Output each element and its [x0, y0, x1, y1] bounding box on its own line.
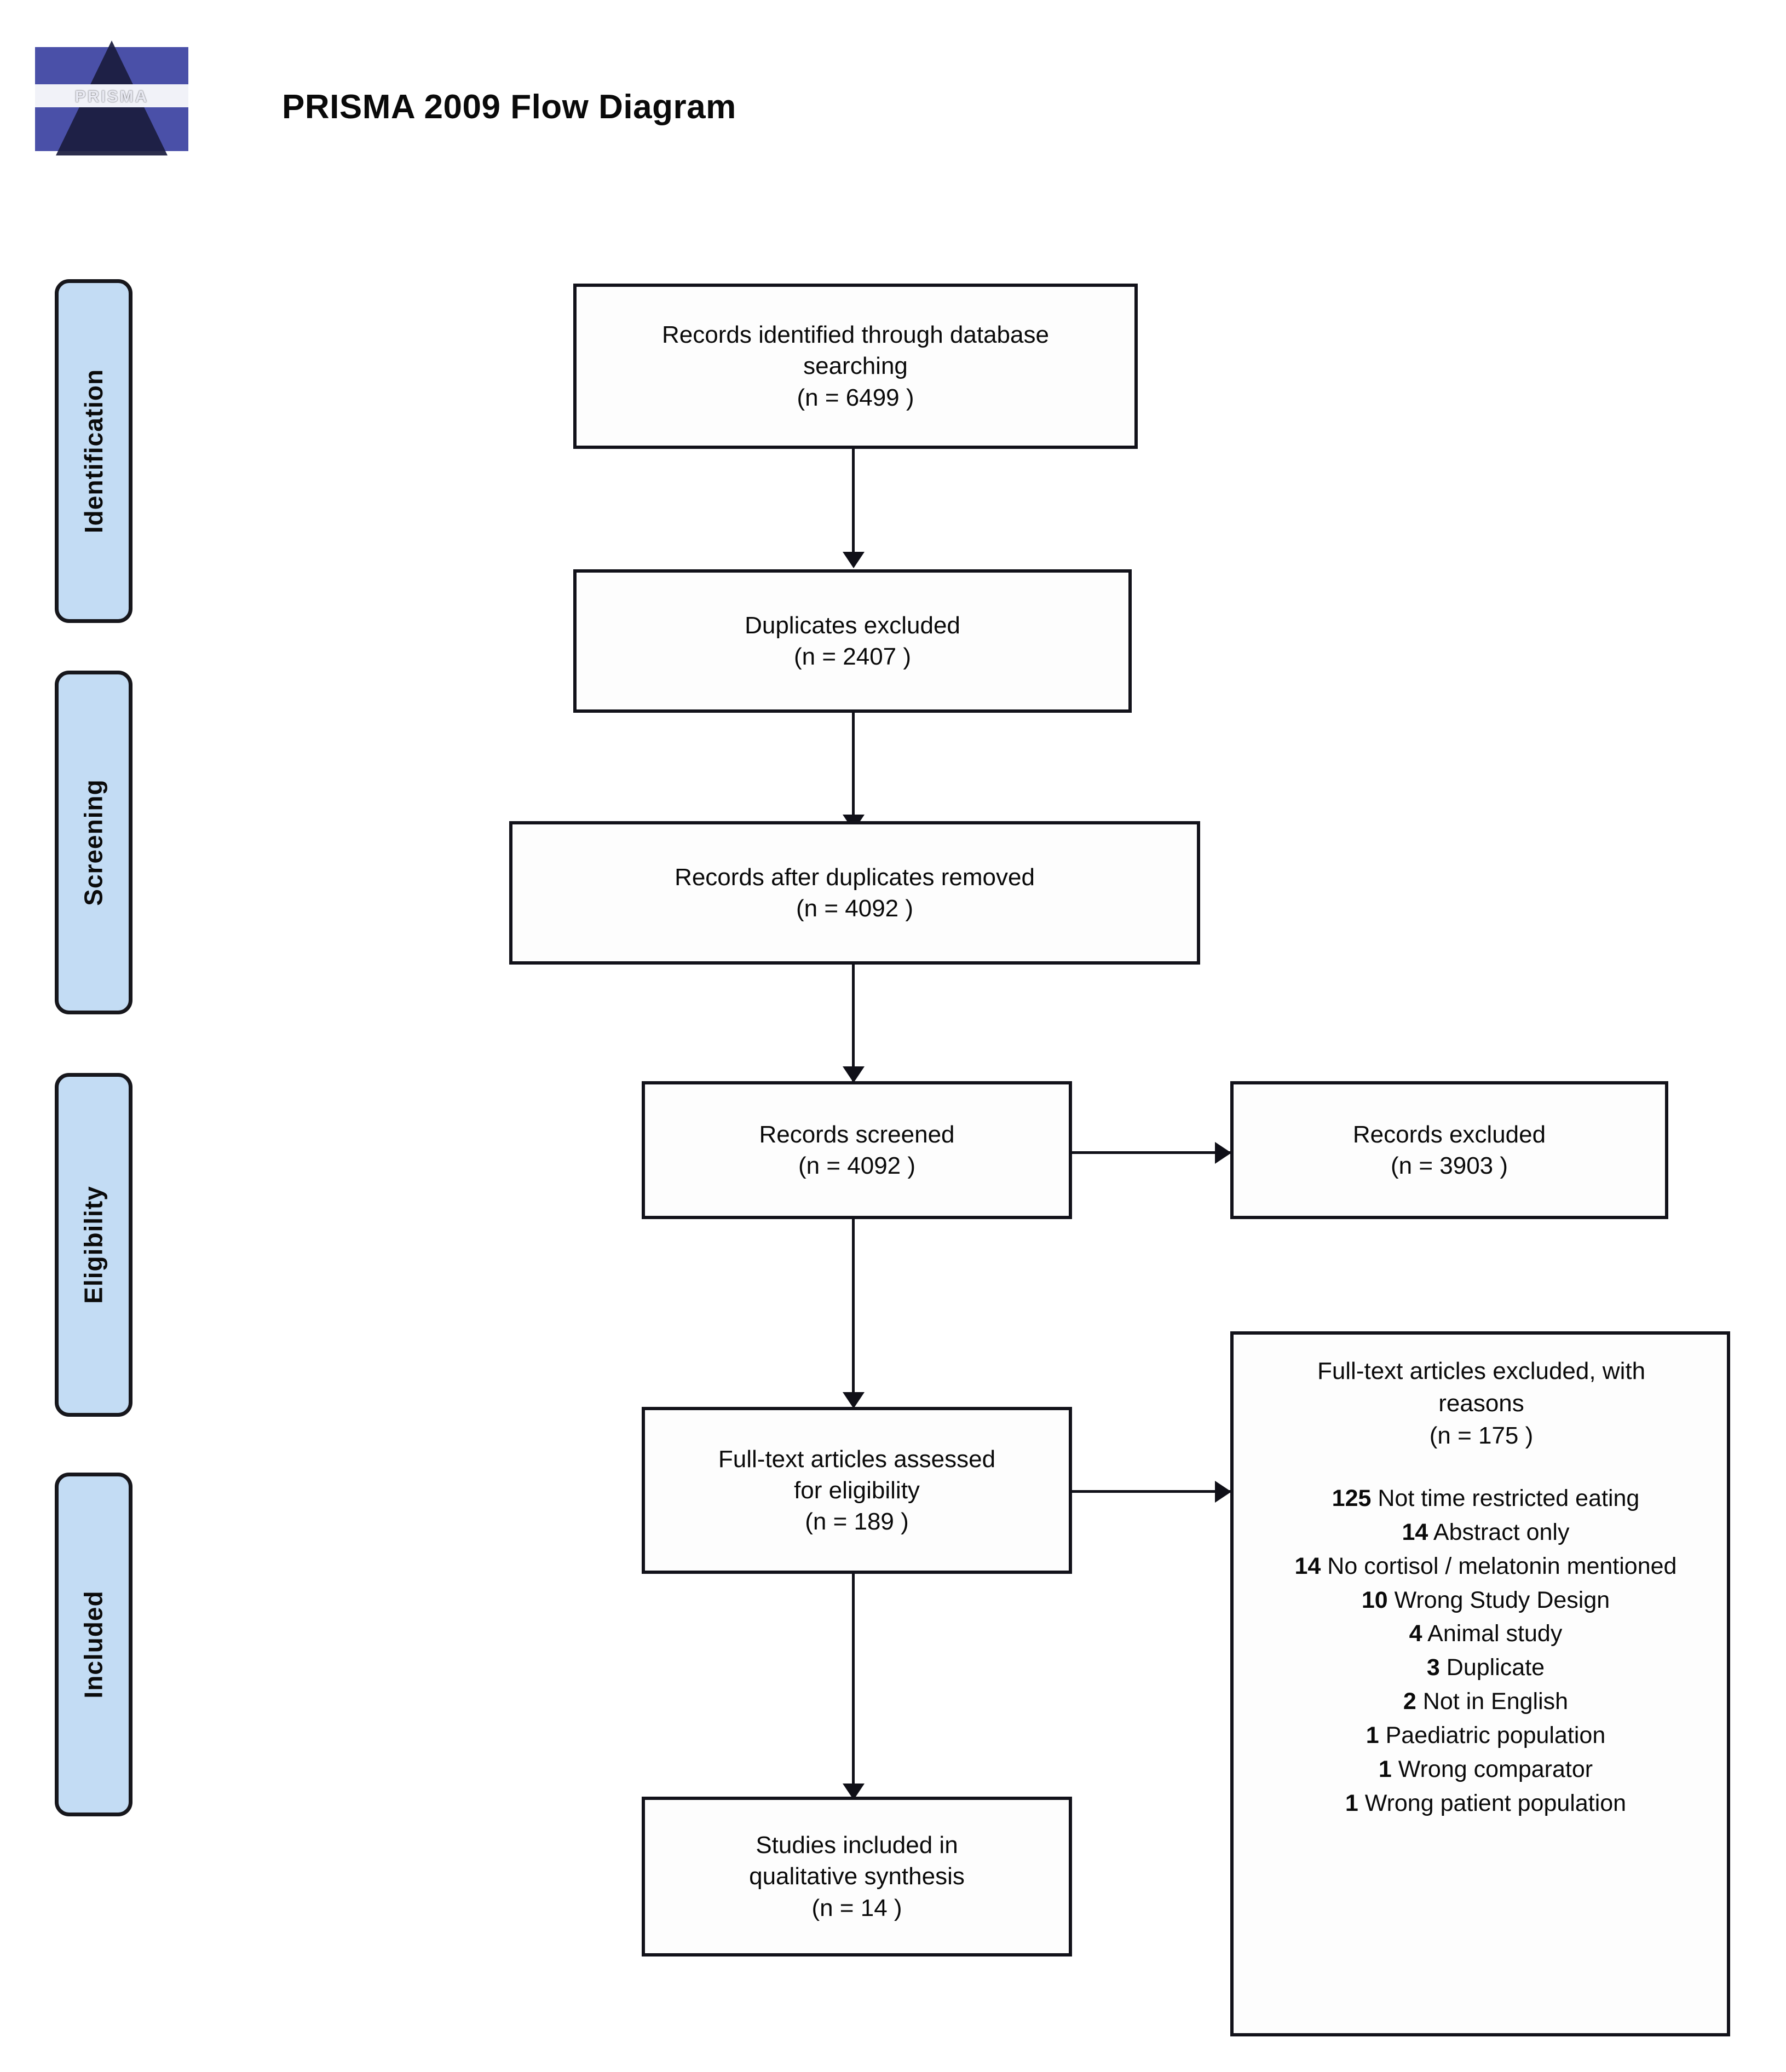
exclusion-reason-item: 14 Abstract only — [1261, 1516, 1710, 1550]
exclusion-reason-label: Not time restricted eating — [1371, 1485, 1640, 1511]
stage-pill-included: Included — [55, 1473, 132, 1816]
box-duplicates-excluded: Duplicates excluded (n = 2407 ) — [573, 569, 1132, 713]
exclusion-reason-count: 14 — [1294, 1552, 1321, 1579]
exclusion-reason-count: 125 — [1332, 1485, 1372, 1511]
stage-pill-identification: Identification — [55, 279, 132, 623]
exclusion-reason-item: 1 Paediatric population — [1261, 1719, 1710, 1753]
exclusion-reason-count: 14 — [1402, 1519, 1428, 1545]
exclusion-reason-count: 1 — [1378, 1756, 1392, 1783]
box-line: reasons — [1438, 1389, 1524, 1417]
box-line: Full-text articles assessed — [718, 1445, 996, 1473]
box-count: (n = 189 ) — [805, 1508, 909, 1536]
stage-label-identification: Identification — [79, 368, 108, 534]
exclusion-reason-label: Paediatric population — [1379, 1722, 1606, 1749]
box-line: Records screened — [759, 1121, 955, 1148]
exclusion-reason-label: Duplicate — [1439, 1654, 1545, 1681]
box-line: Duplicates excluded — [745, 611, 960, 639]
exclusion-reason-count: 10 — [1361, 1586, 1388, 1613]
arrowhead-duplicates — [843, 552, 865, 568]
exclusion-reason-label: Wrong Study Design — [1387, 1586, 1610, 1613]
arrowhead-screened — [843, 1066, 865, 1083]
exclusion-reason-label: Not in English — [1416, 1688, 1569, 1715]
box-line: Records identified through database — [662, 321, 1049, 349]
prisma-logo: PRISMA — [23, 19, 199, 175]
reasons-header: Full-text articles excluded, with reason… — [1252, 1355, 1710, 1452]
box-count: (n = 175 ) — [1429, 1422, 1534, 1449]
box-studies-included: Studies included in qualitative synthesi… — [642, 1797, 1072, 1956]
stage-pill-screening: Screening — [55, 671, 132, 1014]
connector-fulltext-to-excluded-reasons — [1070, 1490, 1236, 1493]
logo-light-stripe — [35, 84, 188, 107]
box-records-after-duplicates-removed: Records after duplicates removed (n = 40… — [509, 821, 1200, 965]
connector-identified-to-duplicates — [852, 449, 855, 558]
exclusion-reason-item: 1 Wrong comparator — [1261, 1753, 1710, 1787]
box-count: (n = 14 ) — [811, 1894, 902, 1921]
exclusion-reason-item: 14 No cortisol / melatonin mentioned — [1261, 1550, 1710, 1584]
connector-fulltext-to-included — [852, 1571, 855, 1790]
connector-duplicates-to-after-duplicates — [852, 712, 855, 821]
exclusion-reason-item: 10 Wrong Study Design — [1261, 1584, 1710, 1618]
box-line: searching — [803, 353, 908, 380]
exclusion-reason-label: Wrong patient population — [1358, 1790, 1627, 1817]
box-line: qualitative synthesis — [749, 1863, 965, 1890]
stage-label-eligibility: Eligibility — [79, 1186, 108, 1304]
arrowhead-fulltext-assessed — [843, 1392, 865, 1409]
exclusion-reason-count: 1 — [1366, 1722, 1379, 1749]
box-records-identified: Records identified through database sear… — [573, 284, 1138, 449]
exclusion-reason-count: 1 — [1345, 1790, 1358, 1817]
box-fulltext-articles-excluded-with-reasons: Full-text articles excluded, with reason… — [1230, 1331, 1730, 2036]
exclusion-reason-item: 2 Not in English — [1261, 1685, 1710, 1719]
exclusion-reason-label: Animal study — [1422, 1620, 1563, 1647]
connector-after-duplicates-to-screened — [852, 963, 855, 1083]
box-line: Records after duplicates removed — [675, 863, 1035, 891]
connector-screened-to-records-excluded — [1070, 1151, 1236, 1154]
box-line: Studies included in — [756, 1832, 958, 1859]
box-count: (n = 6499 ) — [797, 384, 914, 411]
box-count: (n = 4092 ) — [796, 895, 914, 922]
exclusion-reason-label: Abstract only — [1428, 1519, 1570, 1545]
exclusion-reason-count: 3 — [1426, 1654, 1440, 1681]
exclusion-reason-item: 3 Duplicate — [1261, 1651, 1710, 1685]
exclusion-reason-item: 1 Wrong patient population — [1261, 1787, 1710, 1821]
box-records-excluded: Records excluded (n = 3903 ) — [1230, 1081, 1668, 1219]
stage-label-screening: Screening — [79, 779, 108, 906]
exclusion-reason-count: 2 — [1403, 1688, 1416, 1715]
box-line: Full-text articles excluded, with — [1317, 1358, 1646, 1384]
box-line: Records excluded — [1352, 1121, 1546, 1148]
exclusion-reason-count: 4 — [1409, 1620, 1422, 1647]
logo-wordmark: PRISMA — [74, 88, 149, 106]
box-records-screened: Records screened (n = 4092 ) — [642, 1081, 1072, 1219]
stage-label-included: Included — [79, 1590, 108, 1699]
connector-screened-to-fulltext — [852, 1218, 855, 1399]
stage-pill-eligibility: Eligibility — [55, 1073, 132, 1417]
exclusion-reason-item: 125 Not time restricted eating — [1261, 1482, 1710, 1516]
page-title: PRISMA 2009 Flow Diagram — [282, 88, 736, 126]
exclusion-reason-label: No cortisol / melatonin mentioned — [1321, 1552, 1677, 1579]
box-count: (n = 2407 ) — [793, 643, 912, 670]
exclusion-reason-item: 4 Animal study — [1261, 1617, 1710, 1651]
box-count: (n = 4092 ) — [798, 1152, 916, 1179]
arrowhead-excluded-reasons — [1215, 1481, 1231, 1503]
box-line: for eligibility — [794, 1476, 920, 1504]
box-fulltext-articles-assessed: Full-text articles assessed for eligibil… — [642, 1407, 1072, 1574]
arrowhead-records-excluded — [1215, 1142, 1231, 1164]
box-count: (n = 3903 ) — [1390, 1152, 1508, 1179]
exclusion-reason-label: Wrong comparator — [1391, 1756, 1593, 1783]
